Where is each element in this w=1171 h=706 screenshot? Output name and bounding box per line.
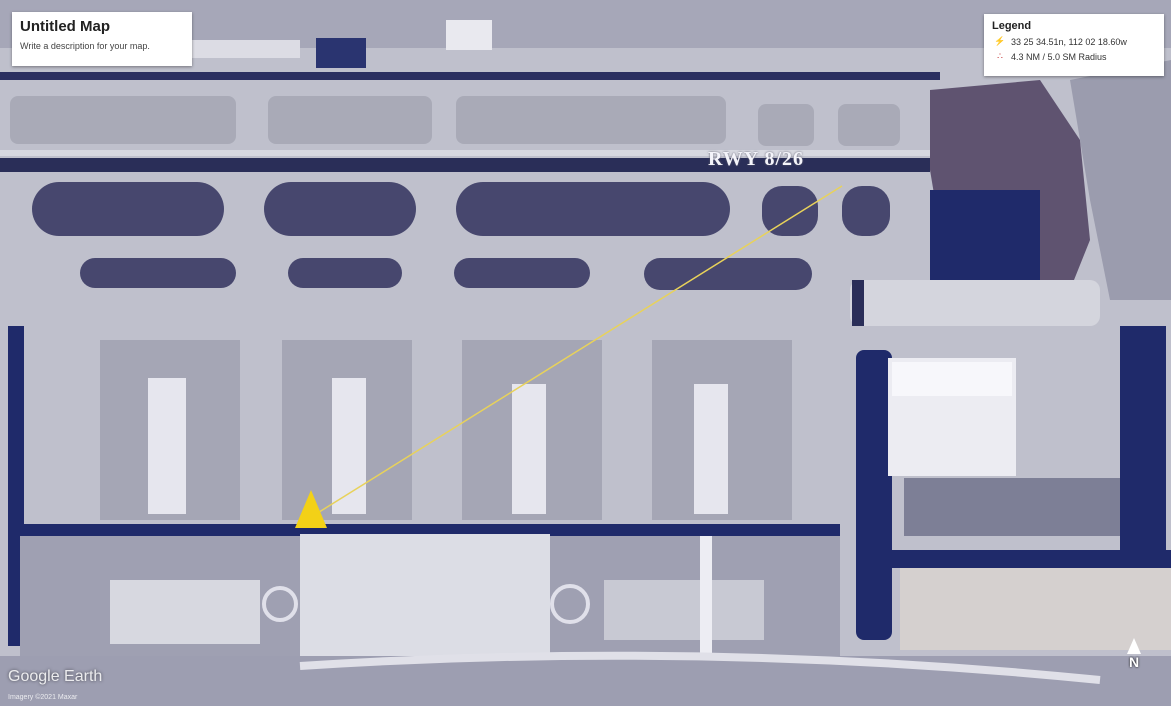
north-label: N	[1128, 654, 1140, 670]
runway-label: RWY 8/26	[708, 148, 804, 170]
north-arrow: N	[1118, 638, 1150, 688]
legend-item: ∴ 4.3 NM / 5.0 SM Radius	[992, 51, 1156, 62]
location-pin-icon[interactable]	[295, 490, 327, 528]
map-description[interactable]: Write a description for your map.	[20, 41, 150, 51]
map-title-panel[interactable]: Untitled Map Write a description for you…	[12, 12, 192, 66]
legend-item: ⚡ 33 25 34.51n, 112 02 18.60w	[992, 36, 1156, 47]
legend-item-label: 4.3 NM / 5.0 SM Radius	[1011, 51, 1107, 62]
google-earth-logo: Google Earth	[8, 668, 103, 685]
legend-item-label: 33 25 34.51n, 112 02 18.60w	[1011, 36, 1127, 47]
red-dots-icon: ∴	[997, 51, 1003, 61]
imagery-copyright: Imagery ©2021 Maxar	[8, 694, 78, 701]
yellow-pin-icon: ⚡	[994, 36, 1006, 46]
legend-title: Legend	[992, 20, 1032, 32]
legend-panel: Legend ⚡ 33 25 34.51n, 112 02 18.60w ∴ 4…	[984, 14, 1164, 76]
north-arrow-icon	[1127, 638, 1141, 654]
map-title: Untitled Map	[20, 18, 110, 35]
